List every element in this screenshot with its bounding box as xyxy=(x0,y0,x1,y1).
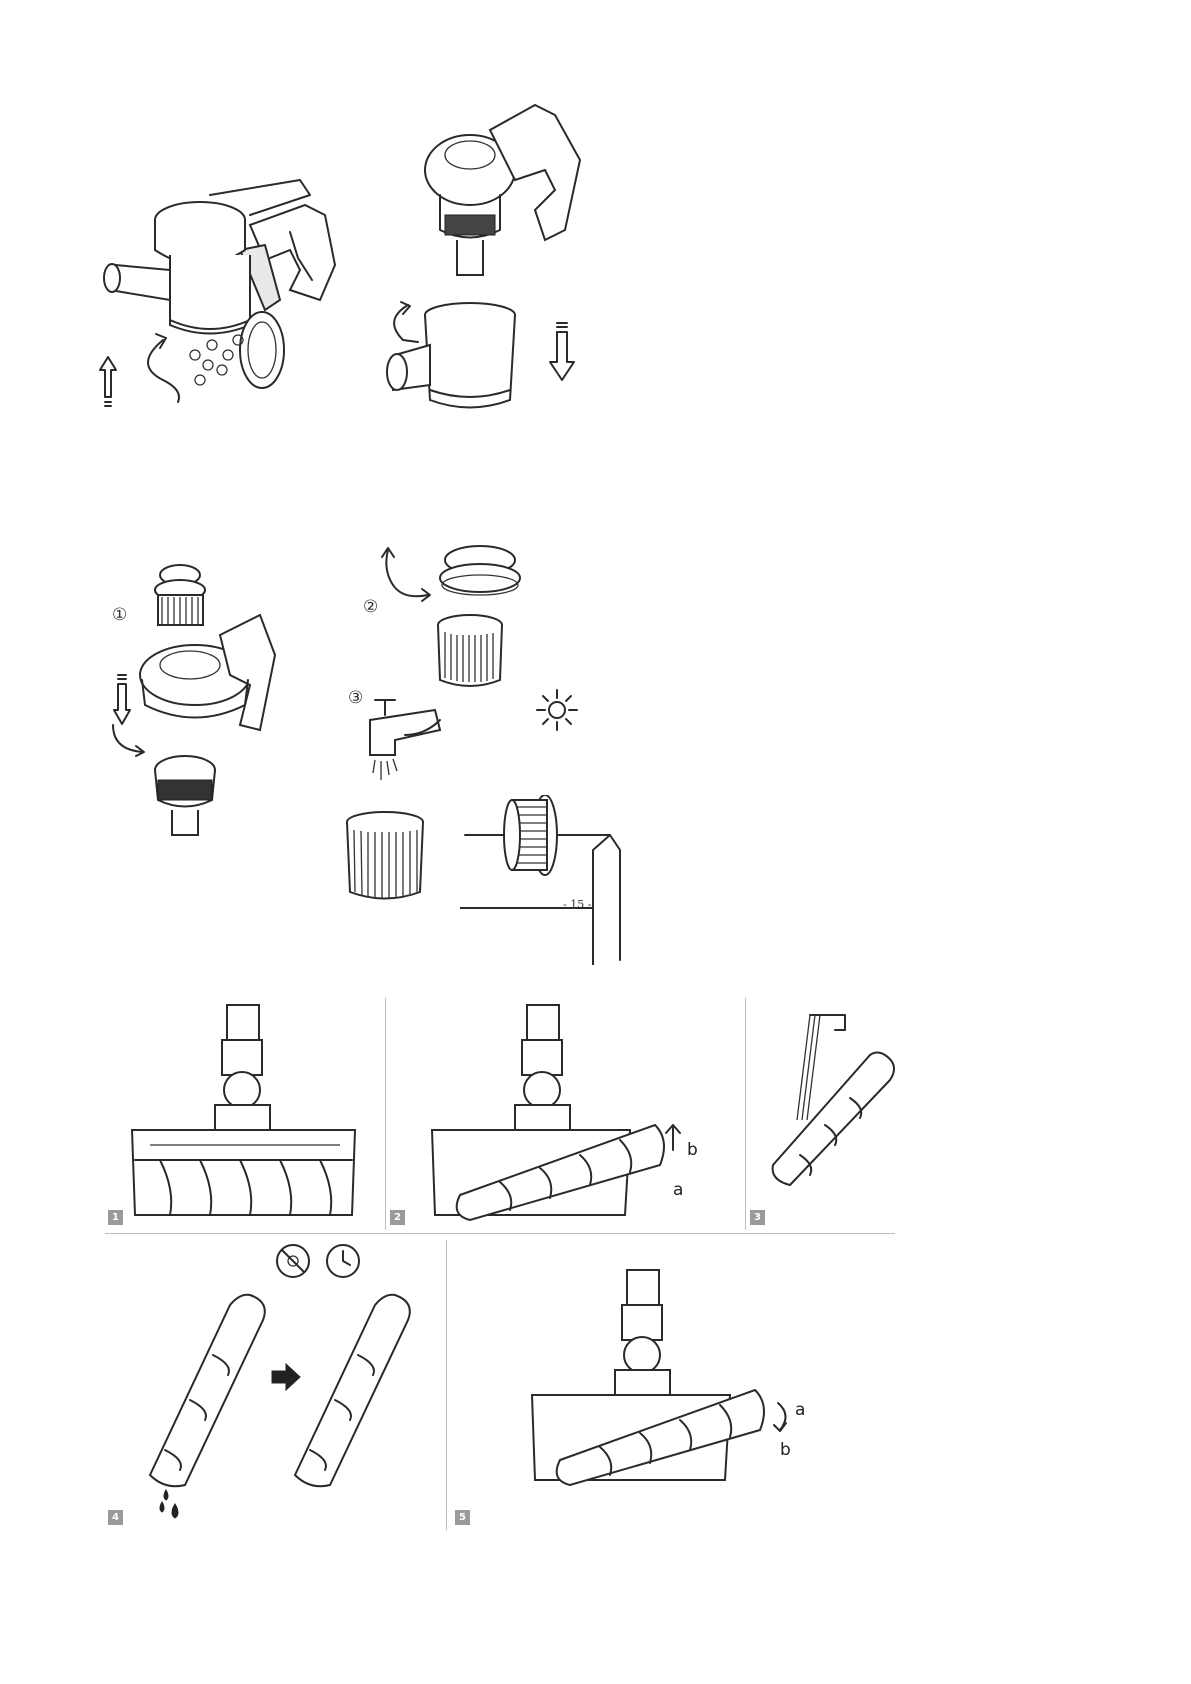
roller-label-a: a xyxy=(673,1180,683,1200)
step-badge-2: 2 xyxy=(390,1210,405,1225)
water-drops-icon xyxy=(158,1488,184,1520)
rotate-icon xyxy=(138,330,193,405)
figure-filter-removal xyxy=(110,555,285,845)
figure-roller-wet xyxy=(145,1290,275,1490)
rotate-icon xyxy=(378,545,438,605)
page-number: - 15 - xyxy=(563,898,591,911)
figure-roller-panel-3 xyxy=(755,1010,905,1190)
step-2-label: ② xyxy=(363,597,378,617)
arrow-down-icon xyxy=(112,672,132,727)
clock-icon xyxy=(325,1243,361,1279)
roller-label-b: b xyxy=(780,1440,791,1460)
rotate-icon xyxy=(383,300,428,350)
figure-roller-panel-1 xyxy=(130,1000,360,1225)
step-badge-5: 5 xyxy=(455,1510,470,1525)
no-sun-icon xyxy=(275,1243,311,1279)
figure-filter-drying xyxy=(460,795,630,965)
tap-icon xyxy=(355,695,445,795)
figure-filter-washed xyxy=(340,810,435,905)
step-badge-1: 1 xyxy=(108,1210,123,1225)
panel-divider xyxy=(105,1233,895,1234)
sun-icon xyxy=(535,688,579,732)
roller-label-a: a xyxy=(795,1400,805,1420)
panel-divider xyxy=(385,998,386,1230)
step-badge-3: 3 xyxy=(750,1210,765,1225)
panel-divider xyxy=(745,998,746,1230)
panel-divider xyxy=(446,1240,447,1530)
arrow-up-icon xyxy=(98,355,118,410)
figure-roller-dry xyxy=(290,1290,420,1490)
arrow-down-icon xyxy=(548,320,576,385)
step-badge-4: 4 xyxy=(108,1510,123,1525)
roller-label-b: b xyxy=(687,1140,698,1160)
rotate-icon xyxy=(108,720,148,760)
